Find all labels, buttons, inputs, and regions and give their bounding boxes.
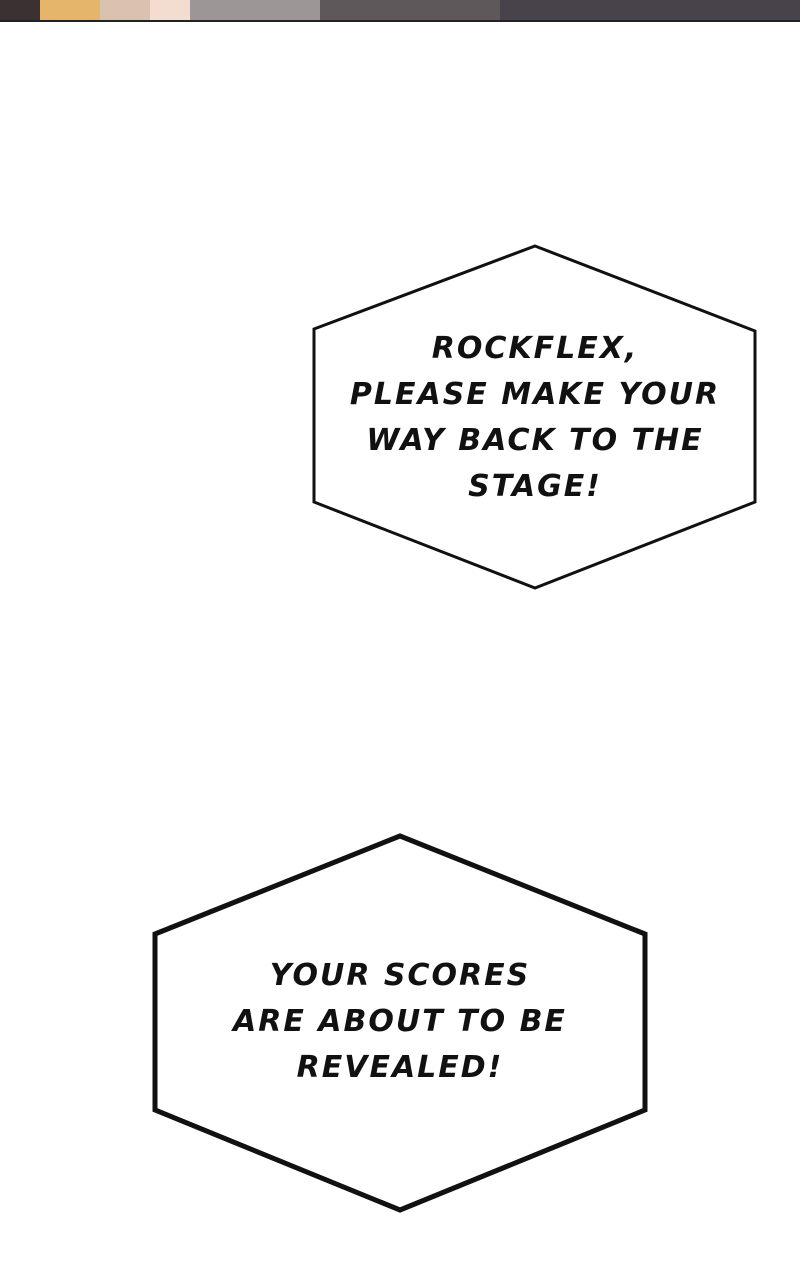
comic-panel-top-strip — [0, 0, 800, 22]
bubble-line: YOUR SCORES — [269, 958, 531, 993]
bubble-line: ARE ABOUT TO BE — [233, 1004, 567, 1039]
bubble-line: ROCKFLEX, — [431, 331, 639, 366]
speech-bubble-1-outline — [312, 244, 757, 590]
bubble-line: WAY BACK TO THE — [366, 423, 704, 458]
bubble-line: STAGE! — [468, 469, 602, 504]
bubble-line: PLEASE MAKE YOUR — [349, 377, 721, 412]
speech-bubble-1-text: ROCKFLEX, PLEASE MAKE YOUR WAY BACK TO T… — [330, 326, 740, 510]
speech-bubble-2-text: YOUR SCORES ARE ABOUT TO BE REVEALED! — [170, 953, 630, 1091]
bubble-line: REVEALED! — [296, 1050, 504, 1085]
speech-bubble-2-outline — [152, 833, 648, 1213]
